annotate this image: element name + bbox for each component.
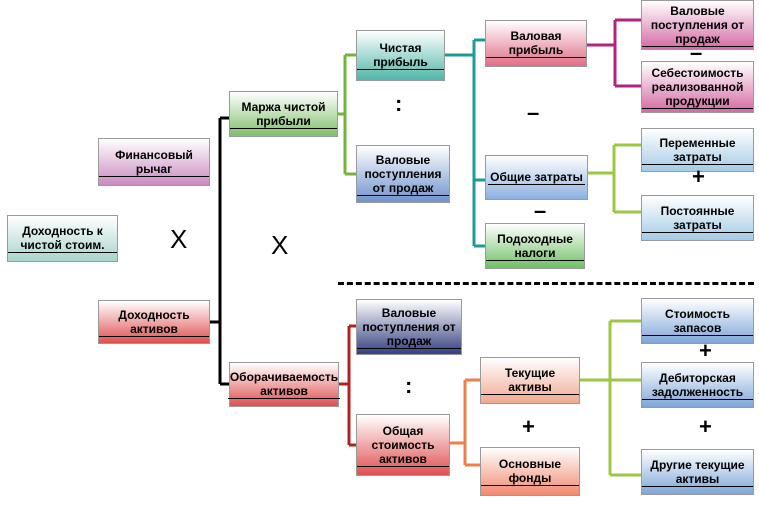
node-current-assets[interactable]: Текущие активы [480,357,580,404]
node-variable-costs-label: Переменные затраты [642,136,753,165]
node-total-costs[interactable]: Общие затраты [485,155,588,200]
node-variable-costs[interactable]: Переменные затраты [641,128,754,172]
node-net-margin-label: Маржа чистой прибыли [230,100,337,129]
section-divider [338,282,754,285]
node-gross-profit-label: Валовая прибыль [486,29,586,58]
node-fixed-costs-label: Постоянные затраты [642,204,753,233]
node-leverage-label: Финансовый рычаг [99,148,209,177]
connector-turnover [339,324,356,447]
node-receivables[interactable]: Дебиторская задолженность [641,362,754,408]
connector-total-assets [450,378,480,467]
node-sales-2[interactable]: Валовые поступления от продаж [356,299,462,355]
operator-multiply-1: X [170,224,188,254]
operator-minus-2: – [534,198,547,223]
connector-current-assets [580,319,641,477]
connector-net-profit [445,38,485,248]
operator-plus-3: + [699,338,712,363]
node-total-assets[interactable]: Общая стоимость активов [356,414,450,476]
node-gross-profit[interactable]: Валовая прибыль [485,20,587,67]
node-turnover[interactable]: Оборачиваемость активов [227,362,341,407]
node-other-current[interactable]: Другие текущие активы [641,449,754,495]
operator-plus-4: + [699,414,712,439]
node-fixed-costs[interactable]: Постоянные затраты [641,195,754,241]
node-sales-2-label: Валовые поступления от продаж [357,306,461,349]
node-sales-1-label: Валовые поступления от продаж [357,153,449,196]
node-income-tax-label: Подоходные налоги [486,232,584,261]
node-inventory-label: Стоимость запасов [642,307,753,336]
node-sales-3[interactable]: Валовые поступления от продаж [641,0,754,50]
operator-divide-1: : [395,91,403,116]
node-sales-1[interactable]: Валовые поступления от продаж [356,145,450,203]
node-receivables-label: Дебиторская задолженность [642,371,753,400]
node-total-costs-label: Общие затраты [488,170,585,185]
node-net-margin[interactable]: Маржа чистой прибыли [229,91,338,137]
connector-total-costs [588,143,641,214]
node-roe-label: Доходность к чистой стоим. [8,224,117,253]
node-leverage[interactable]: Финансовый рычаг [98,138,210,186]
connector-roa [210,116,229,386]
operator-multiply-2: X [271,230,289,260]
operator-plus-1: + [692,164,705,189]
node-current-assets-label: Текущие активы [481,366,579,395]
node-net-profit-label: Чистая прибыль [357,41,444,70]
node-roa[interactable]: Доходность активов [98,300,210,344]
node-turnover-label: Оборачиваемость активов [227,370,341,399]
operator-minus-1: – [527,100,540,125]
node-sales-3-label: Валовые поступления от продаж [642,4,753,47]
node-income-tax[interactable]: Подоходные налоги [485,223,585,269]
connector-margin [338,53,356,176]
operator-divide-2: : [405,373,413,398]
node-inventory[interactable]: Стоимость запасов [641,298,754,344]
operator-plus-2: + [522,414,535,439]
connector-gross-profit [587,18,641,88]
node-cogs-label: Себестоимость реализованной продукции [642,66,753,109]
node-roa-label: Доходность активов [99,308,209,337]
node-cogs[interactable]: Себестоимость реализованной продукции [641,61,754,113]
node-roe[interactable]: Доходность к чистой стоим. [7,215,118,262]
node-total-assets-label: Общая стоимость активов [357,424,449,467]
node-fixed-assets[interactable]: Основные фонды [480,447,580,496]
node-net-profit[interactable]: Чистая прибыль [356,30,445,81]
node-other-current-label: Другие текущие активы [642,458,753,487]
node-fixed-assets-label: Основные фонды [481,457,579,486]
operator-minus-3: – [690,40,703,65]
